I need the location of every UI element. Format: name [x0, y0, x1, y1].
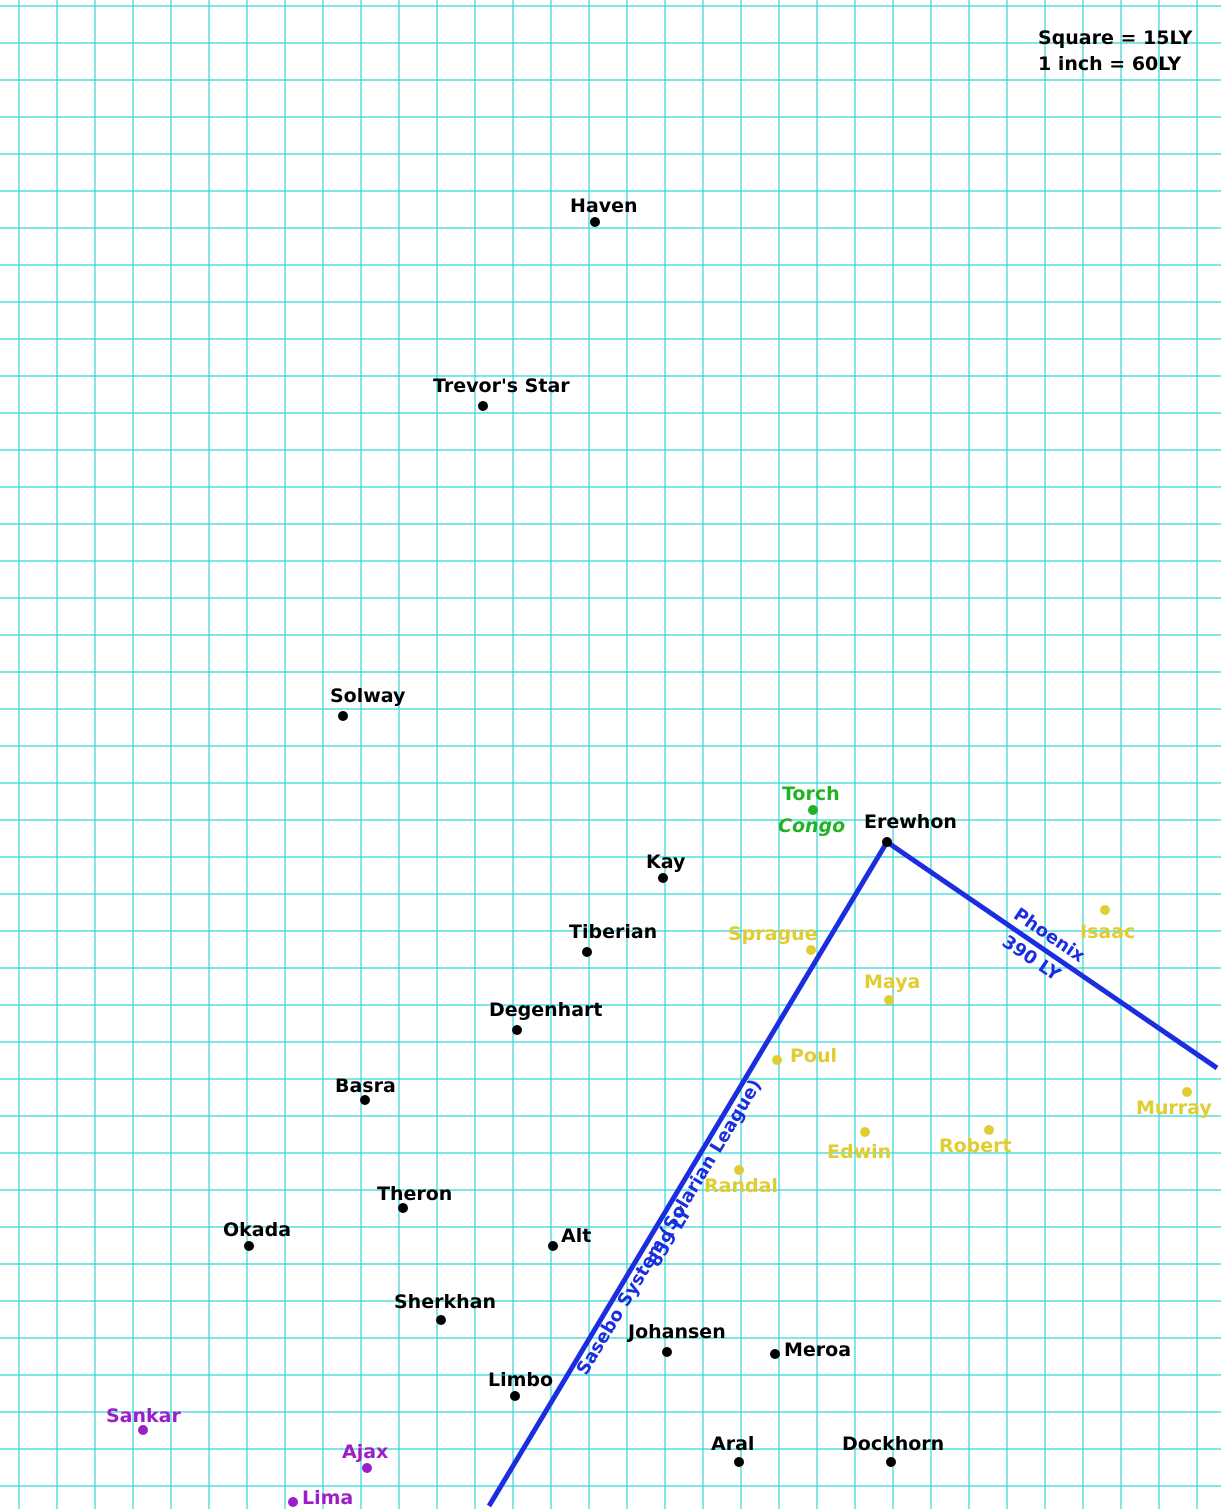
star-haven[interactable]	[590, 217, 600, 227]
scale-legend-inch: 1 inch = 60LY	[1038, 53, 1181, 75]
label-aral: Aral	[711, 1433, 754, 1455]
star-sprague[interactable]	[806, 945, 816, 955]
label-murray: Murray	[1136, 1097, 1212, 1119]
phoenix-route-line	[885, 839, 1219, 1071]
star-solway[interactable]	[338, 711, 348, 721]
star-kay[interactable]	[658, 873, 668, 883]
scale-legend: Square = 15LY 1 inch = 60LY	[1038, 27, 1193, 75]
star-johansen[interactable]	[662, 1347, 672, 1357]
sasebo-route-line	[486, 840, 890, 1508]
star-ajax[interactable]	[362, 1463, 372, 1473]
star-isaac[interactable]	[1100, 905, 1110, 915]
star-maya[interactable]	[884, 995, 894, 1005]
label-okada: Okada	[223, 1219, 291, 1241]
label-sankar: Sankar	[106, 1405, 181, 1427]
star-sankar[interactable]	[138, 1425, 148, 1435]
label-degenhart: Degenhart	[489, 999, 602, 1021]
label-haven: Haven	[570, 195, 638, 217]
label-poul: Poul	[790, 1045, 837, 1067]
star-sherkhan[interactable]	[436, 1315, 446, 1325]
label-randal: Randal	[704, 1175, 778, 1197]
label-edwin: Edwin	[827, 1141, 891, 1163]
star-alt[interactable]	[548, 1241, 558, 1251]
label-dockhorn: Dockhorn	[842, 1433, 944, 1455]
star-torch[interactable]	[808, 805, 818, 815]
star-trevors-star[interactable]	[478, 401, 488, 411]
label-kay: Kay	[646, 851, 686, 873]
star-dockhorn[interactable]	[886, 1457, 896, 1467]
star-basra[interactable]	[360, 1095, 370, 1105]
star-erewhon[interactable]	[882, 837, 892, 847]
label-isaac: Isaac	[1080, 921, 1135, 943]
star-okada[interactable]	[244, 1241, 254, 1251]
label-basra: Basra	[335, 1075, 396, 1097]
label-lima: Lima	[302, 1487, 353, 1509]
label-torch: Torch	[782, 783, 840, 805]
star-randal[interactable]	[734, 1165, 744, 1175]
star-aral[interactable]	[734, 1457, 744, 1467]
star-meroa[interactable]	[770, 1349, 780, 1359]
label-johansen: Johansen	[626, 1321, 726, 1343]
label-maya: Maya	[864, 971, 920, 993]
label-erewhon: Erewhon	[864, 811, 957, 833]
scale-legend-square: Square = 15LY	[1038, 27, 1193, 49]
label-ajax: Ajax	[342, 1441, 388, 1463]
star-edwin[interactable]	[860, 1127, 870, 1137]
star-degenhart[interactable]	[512, 1025, 522, 1035]
star-limbo[interactable]	[510, 1391, 520, 1401]
label-meroa: Meroa	[784, 1339, 851, 1361]
star-murray[interactable]	[1182, 1087, 1192, 1097]
label-tiberian: Tiberian	[569, 921, 657, 943]
label-alt: Alt	[561, 1225, 591, 1247]
star-robert[interactable]	[984, 1125, 994, 1135]
label-sherkhan: Sherkhan	[394, 1291, 496, 1313]
label-sprague: Sprague	[728, 923, 818, 945]
label-robert: Robert	[939, 1135, 1012, 1157]
star-tiberian[interactable]	[582, 947, 592, 957]
star-systems: Haven Trevor's Star Solway Erewhon Kay T…	[106, 195, 1212, 1509]
label-congo: Congo	[778, 815, 845, 837]
star-theron[interactable]	[398, 1203, 408, 1213]
label-theron: Theron	[377, 1183, 452, 1205]
star-lima[interactable]	[288, 1497, 298, 1507]
star-poul[interactable]	[772, 1055, 782, 1065]
label-limbo: Limbo	[488, 1369, 553, 1391]
label-solway: Solway	[330, 685, 406, 707]
label-trevors-star: Trevor's Star	[433, 375, 570, 397]
